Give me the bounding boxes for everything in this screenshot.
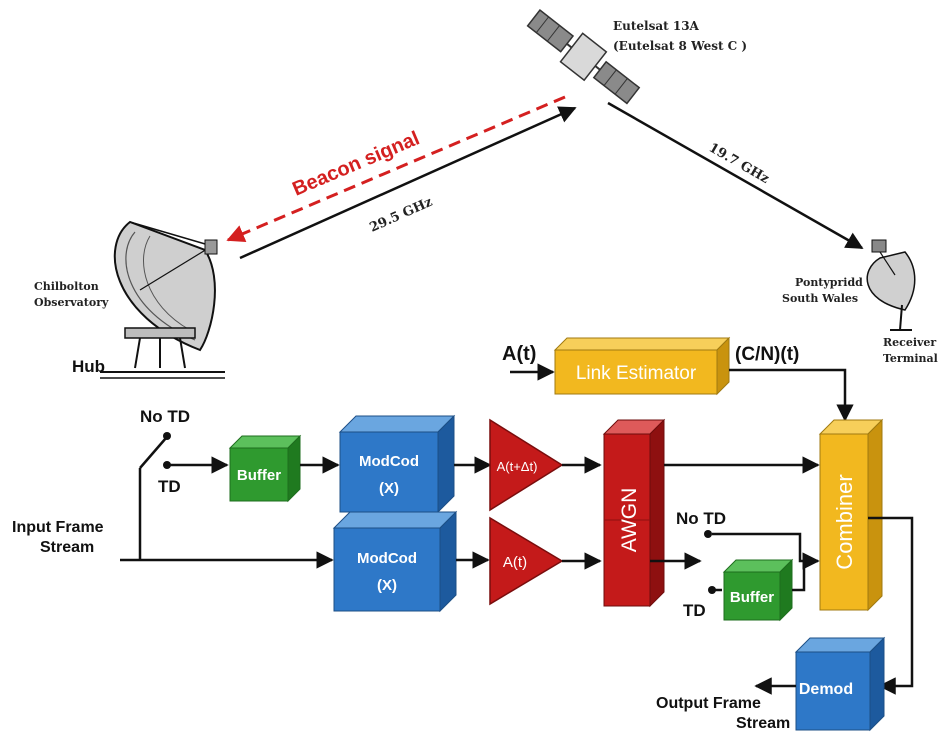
- hub-site-line1: Chilbolton: [34, 280, 99, 293]
- switch-contact-no-td-top: [163, 432, 171, 440]
- demod-label: Demod: [799, 681, 853, 698]
- satellite-alias: (Eutelsat 8 West C ): [613, 39, 747, 53]
- combiner-label: Combiner: [832, 474, 857, 569]
- amplifier-top: A(t+Δt): [489, 418, 564, 512]
- switch-no-td-bottom-label: No TD: [676, 509, 726, 528]
- satellite-icon: [526, 9, 641, 105]
- link-estimator-output-label: (C/N)(t): [735, 344, 799, 365]
- demod-block: Demod: [794, 636, 886, 732]
- awgn-block: AWGN: [602, 418, 666, 608]
- switch-contact-td-bottom: [708, 586, 716, 594]
- combiner-block: Combiner: [818, 418, 884, 612]
- awgn-label: AWGN: [618, 488, 641, 553]
- link-estimator-input-label: A(t): [502, 343, 536, 365]
- output-stream-line2: Stream: [736, 715, 790, 732]
- receiver-site-line1: Pontypridd: [795, 276, 863, 289]
- modcod-top-line2: (X): [379, 480, 399, 497]
- modcod-bottom-line1: ModCod: [357, 550, 417, 567]
- switch-td-bottom-label: TD: [683, 601, 706, 620]
- receiver-terminal-line2: Terminal: [883, 352, 938, 365]
- link-estimator-block: Link Estimator: [553, 336, 731, 396]
- switch-no-td-top-label: No TD: [140, 407, 190, 426]
- amplifier-top-label: A(t+Δt): [497, 459, 538, 474]
- buffer-bottom-to-combiner-line: [792, 561, 806, 592]
- satellite-name: Eutelsat 13A: [613, 19, 700, 33]
- beacon-arrow: [226, 95, 566, 242]
- output-stream-line1: Output Frame: [656, 695, 761, 712]
- link-estimator-to-combiner-arrow: [729, 368, 854, 422]
- downlink-arrow: [607, 101, 864, 250]
- amplifier-bottom-label: A(t): [503, 554, 527, 571]
- buffer-top-label: Buffer: [237, 467, 281, 484]
- switch-contact-td-top: [163, 461, 171, 469]
- beacon-label: Beacon signal: [289, 127, 422, 200]
- modcod-bottom-block: ModCod (X): [332, 510, 458, 613]
- switch-td-top-label: TD: [158, 477, 181, 496]
- receiver-dish-icon: [866, 239, 916, 331]
- hub-label: Hub: [72, 357, 105, 376]
- receiver-site-line2: South Wales: [782, 292, 858, 305]
- switch-arm-top: [139, 437, 167, 469]
- receiver-terminal-line1: Receiver: [883, 336, 936, 349]
- switch-contact-no-td-bottom: [704, 530, 712, 538]
- input-stream-line1: Input Frame: [12, 519, 104, 536]
- buffer-bottom-label: Buffer: [730, 589, 774, 606]
- hub-site-line2: Observatory: [34, 296, 109, 309]
- modcod-bottom-line2: (X): [377, 577, 397, 594]
- amplifier-bottom: A(t): [489, 516, 564, 606]
- no-td-bottom-to-combiner-line: [712, 532, 820, 570]
- uplink-frequency: 29.5 GHz: [368, 195, 435, 236]
- uplink-arrow: [239, 106, 577, 260]
- hub-dish-icon: [100, 220, 225, 379]
- combiner-to-demod-arrow: [868, 516, 914, 695]
- buffer-top-block: Buffer: [228, 434, 302, 503]
- buffer-bottom-block: Buffer: [722, 558, 794, 622]
- link-estimator-label: Link Estimator: [576, 363, 697, 384]
- modcod-top-block: ModCod (X): [338, 414, 456, 514]
- modcod-top-line1: ModCod: [359, 453, 419, 470]
- input-stream-line2: Stream: [40, 539, 94, 556]
